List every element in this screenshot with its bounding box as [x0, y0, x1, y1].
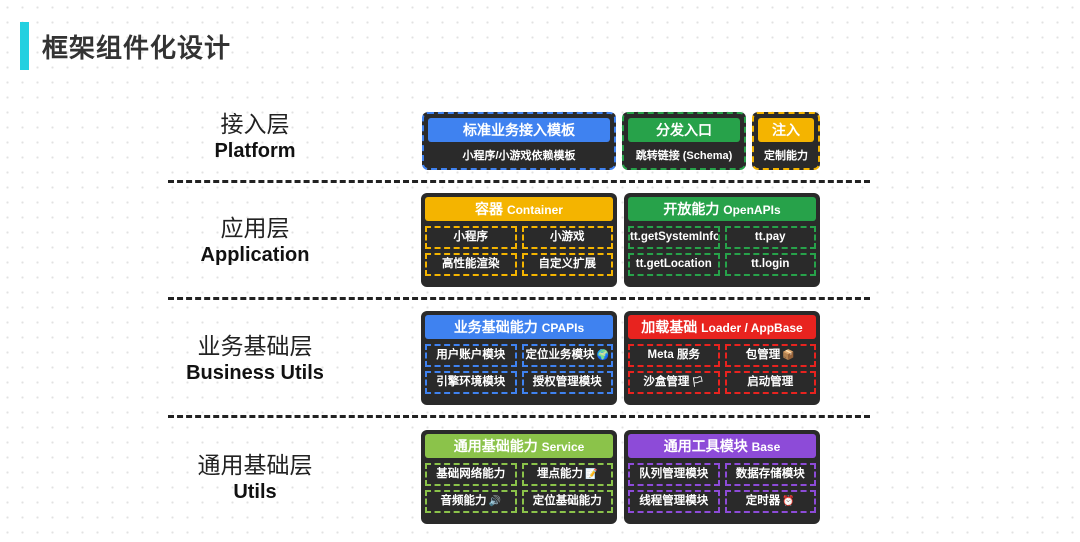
- title-accent-bar: [20, 22, 29, 70]
- platform-entry-panel: 分发入口 跳转链接 (Schema): [622, 112, 746, 170]
- loader-title: 加载基础 Loader / AppBase: [628, 315, 816, 339]
- cell-label: 定时器: [745, 495, 781, 507]
- platform-inject-title: 注入: [758, 118, 814, 142]
- base-title: 通用工具模块 Base: [628, 434, 816, 458]
- container-cell-render: 高性能渲染: [425, 253, 517, 276]
- loader-cell-meta: Meta 服务: [628, 344, 720, 367]
- container-cell-extension: 自定义扩展: [521, 253, 613, 276]
- speaker-icon: 🔊: [488, 496, 501, 507]
- clock-icon: ⏰: [782, 496, 795, 507]
- layer-label-utils: 通用基础层 Utils: [150, 451, 360, 505]
- base-title-zh: 通用工具模块: [663, 438, 748, 454]
- layer-zh: 接入层: [220, 111, 290, 137]
- loader-cell-sandbox: 沙盒管理🏳: [628, 371, 720, 394]
- layer-divider: [168, 415, 870, 418]
- cell-label: 埋点能力: [537, 468, 584, 480]
- base-title-en: Base: [751, 440, 781, 454]
- layer-zh: 应用层: [220, 215, 290, 241]
- service-cell-location: 定位基础能力: [521, 490, 613, 513]
- layer-zh: 业务基础层: [197, 333, 313, 359]
- container-title-en: Container: [506, 203, 563, 217]
- openapi-title: 开放能力 OpenAPIs: [628, 197, 816, 221]
- globe-icon: 🌍: [596, 350, 609, 361]
- layer-zh: 通用基础层: [197, 452, 313, 478]
- openapi-cell-getlocation: tt.getLocation: [628, 253, 720, 276]
- base-cell-thread: 线程管理模块: [628, 490, 720, 513]
- cell-label: 定位业务模块: [525, 349, 595, 361]
- container-title: 容器 Container: [425, 197, 613, 221]
- layer-en: Application: [200, 244, 310, 266]
- service-cell-network: 基础网络能力: [425, 463, 517, 486]
- platform-template-sub: 小程序/小游戏依赖模板: [462, 150, 576, 162]
- openapi-cell-getsysteminfo: tt.getSystemInfo: [628, 226, 720, 249]
- container-cell-minigame: 小游戏: [521, 226, 613, 249]
- container-cell-miniprogram: 小程序: [425, 226, 517, 249]
- layer-label-business: 业务基础层 Business Utils: [150, 332, 360, 386]
- cpapi-title-zh: 业务基础能力: [453, 319, 538, 335]
- base-cell-storage: 数据存储模块: [724, 463, 816, 486]
- cpapi-cell-location: 定位业务模块🌍: [521, 344, 613, 367]
- cell-label: 音频能力: [440, 495, 487, 507]
- openapi-cell-pay: tt.pay: [724, 226, 816, 249]
- platform-template-panel: 标准业务接入模板 小程序/小游戏依赖模板: [422, 112, 616, 170]
- base-cell-queue: 队列管理模块: [628, 463, 720, 486]
- service-title: 通用基础能力 Service: [425, 434, 613, 458]
- container-title-zh: 容器: [475, 201, 504, 217]
- cpapi-panel: 业务基础能力 CPAPIs 用户账户模块 定位业务模块🌍 引擎环境模块 授权管理…: [421, 311, 617, 405]
- service-cell-audio: 音频能力🔊: [425, 490, 517, 513]
- openapi-title-en: OpenAPIs: [723, 203, 781, 217]
- flag-icon: 🏳: [691, 377, 705, 388]
- platform-template-title: 标准业务接入模板: [428, 118, 610, 142]
- loader-panel: 加载基础 Loader / AppBase Meta 服务 包管理📦 沙盒管理🏳…: [624, 311, 820, 405]
- memo-icon: 📝: [585, 469, 598, 480]
- layer-divider: [168, 180, 870, 183]
- layer-en: Platform: [214, 140, 296, 162]
- openapi-title-zh: 开放能力: [663, 201, 720, 217]
- cpapi-cell-auth: 授权管理模块: [521, 371, 613, 394]
- cpapi-title: 业务基础能力 CPAPIs: [425, 315, 613, 339]
- loader-cell-package: 包管理📦: [724, 344, 816, 367]
- service-title-zh: 通用基础能力: [453, 438, 538, 454]
- package-icon: 📦: [782, 350, 795, 361]
- platform-inject-panel: 注入 定制能力: [752, 112, 820, 170]
- service-title-en: Service: [541, 440, 585, 454]
- layer-label-platform: 接入层 Platform: [150, 110, 360, 164]
- platform-entry-title: 分发入口: [628, 118, 740, 142]
- service-cell-tracking: 埋点能力📝: [521, 463, 613, 486]
- cell-label: 沙盒管理: [643, 376, 690, 388]
- layer-label-application: 应用层 Application: [150, 214, 360, 268]
- loader-cell-launch: 启动管理: [724, 371, 816, 394]
- loader-title-en: Loader / AppBase: [701, 321, 803, 335]
- layer-en: Business Utils: [186, 362, 324, 384]
- platform-entry-sub: 跳转链接 (Schema): [635, 150, 733, 162]
- platform-inject-sub: 定制能力: [764, 150, 808, 162]
- cpapi-cell-engine: 引擎环境模块: [425, 371, 517, 394]
- base-cell-timer: 定时器⏰: [724, 490, 816, 513]
- layer-divider: [168, 297, 870, 300]
- cpapi-title-en: CPAPIs: [541, 321, 585, 335]
- layer-en: Utils: [233, 481, 277, 503]
- loader-title-zh: 加载基础: [641, 319, 698, 335]
- openapi-cell-login: tt.login: [724, 253, 816, 276]
- cpapi-cell-account: 用户账户模块: [425, 344, 517, 367]
- base-panel: 通用工具模块 Base 队列管理模块 数据存储模块 线程管理模块 定时器⏰: [624, 430, 820, 524]
- openapi-panel: 开放能力 OpenAPIs tt.getSystemInfo tt.pay tt…: [624, 193, 820, 287]
- page-title: 框架组件化设计: [42, 33, 232, 63]
- cell-label: 包管理: [745, 349, 781, 361]
- service-panel: 通用基础能力 Service 基础网络能力 埋点能力📝 音频能力🔊 定位基础能力: [421, 430, 617, 524]
- container-panel: 容器 Container 小程序 小游戏 高性能渲染 自定义扩展: [421, 193, 617, 287]
